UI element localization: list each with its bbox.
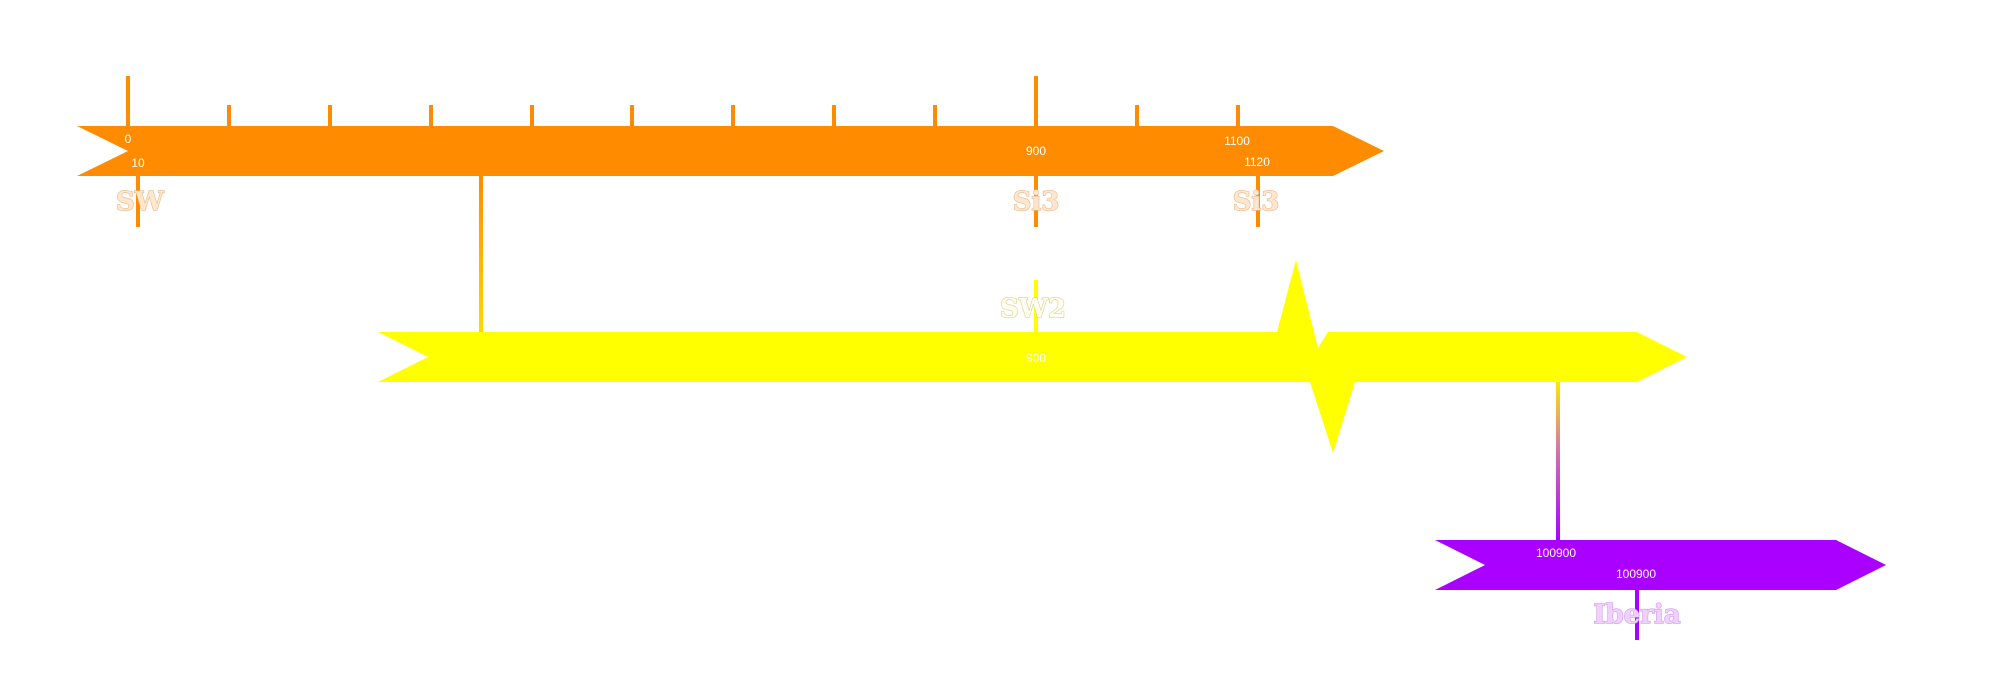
orange-markers <box>136 176 1260 227</box>
yellow-timeline: 900 SW2 <box>378 260 1687 453</box>
orange-ticks <box>126 76 1240 126</box>
orange-bar <box>77 126 1384 176</box>
yellow-label-mid: 900 <box>1026 351 1046 365</box>
orange-name-start: SW <box>116 187 165 217</box>
orange-timeline: 0 10 900 1100 1120 SW Si3 Si3 <box>77 76 1384 227</box>
orange-label-start-top: 0 <box>125 132 132 146</box>
orange-name-end: Si3 <box>1233 187 1280 217</box>
orange-label-end-top: 1100 <box>1224 134 1250 148</box>
connector-yellow-purple <box>1556 382 1560 540</box>
orange-label-end-bottom: 1120 <box>1244 155 1270 169</box>
purple-name-end: Iberia <box>1593 600 1680 630</box>
orange-label-mid: 900 <box>1026 144 1046 158</box>
purple-timeline: 100900 100900 Iberia <box>1435 540 1886 640</box>
connector-orange-yellow <box>479 176 483 332</box>
yellow-name-mid: SW2 <box>1000 294 1066 324</box>
purple-label-end: 100900 <box>1616 567 1656 581</box>
purple-label-start: 100900 <box>1536 546 1576 560</box>
orange-label-start-bottom: 10 <box>131 156 145 170</box>
orange-name-mid: Si3 <box>1013 187 1060 217</box>
purple-bar <box>1435 540 1886 590</box>
yellow-bar <box>378 260 1687 453</box>
